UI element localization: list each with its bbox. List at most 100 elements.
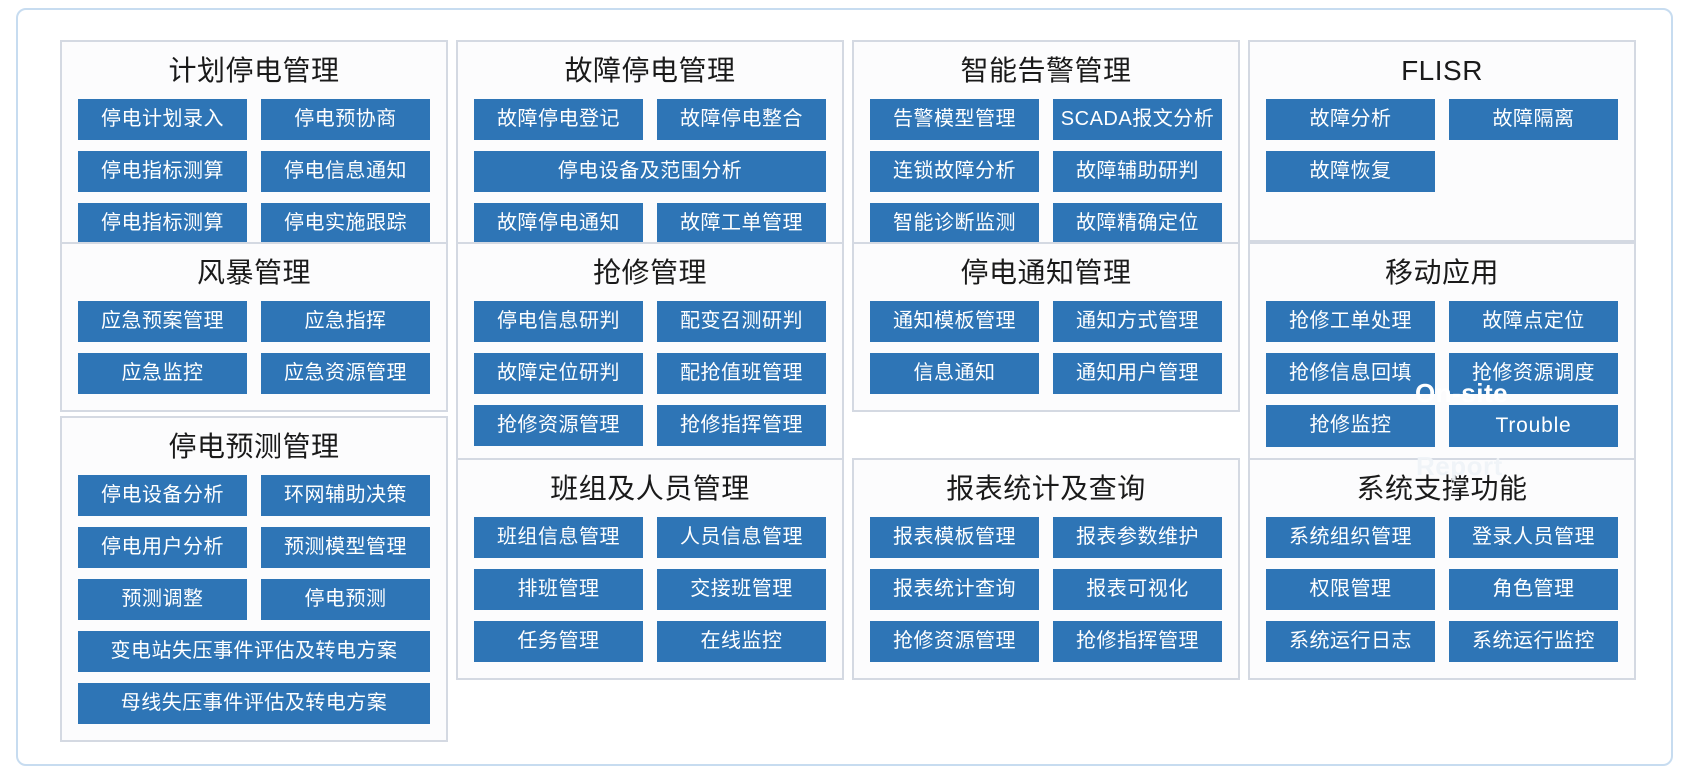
function-button[interactable]: 系统运行监控 <box>1449 620 1618 662</box>
function-button[interactable]: 智能诊断监测 <box>870 202 1039 244</box>
module-card-system-support-functions: 系统支撑功能系统组织管理登录人员管理权限管理角色管理系统运行日志系统运行监控 <box>1248 458 1636 680</box>
function-button[interactable]: 变电站失压事件评估及转电方案 <box>78 630 430 672</box>
function-button[interactable]: 故障辅助研判 <box>1053 150 1222 192</box>
button-row: 停电信息研判配变召测研判 <box>474 300 826 342</box>
function-button[interactable]: 信息通知 <box>870 352 1039 394</box>
module-buttons-team-and-personnel-management: 班组信息管理人员信息管理排班管理交接班管理任务管理在线监控 <box>458 516 842 678</box>
function-button[interactable]: 应急指挥 <box>261 300 430 342</box>
button-row: 抢修信息回填抢修资源调度 <box>1266 352 1618 394</box>
function-button[interactable]: 故障点定位 <box>1449 300 1618 342</box>
button-row: 权限管理角色管理 <box>1266 568 1618 610</box>
button-row: 抢修工单处理故障点定位 <box>1266 300 1618 342</box>
module-title-system-support-functions: 系统支撑功能 <box>1356 473 1528 504</box>
button-row <box>1266 203 1618 224</box>
function-button[interactable]: 抢修指挥管理 <box>1053 620 1222 662</box>
module-title-report-statistics-and-query: 报表统计及查询 <box>946 473 1146 504</box>
function-button[interactable]: 停电预测 <box>261 578 430 620</box>
button-row: 故障定位研判配抢值班管理 <box>474 352 826 394</box>
button-row: 应急预案管理应急指挥 <box>78 300 430 342</box>
function-button[interactable]: 排班管理 <box>474 568 643 610</box>
function-button[interactable]: 停电信息通知 <box>261 150 430 192</box>
function-button[interactable]: 报表模板管理 <box>870 516 1039 558</box>
function-button[interactable]: 通知方式管理 <box>1053 300 1222 342</box>
function-button[interactable]: 登录人员管理 <box>1449 516 1618 558</box>
function-button[interactable]: 应急监控 <box>78 352 247 394</box>
diagram-canvas: 计划停电管理停电计划录入停电预协商停电指标测算停电信息通知停电指标测算停电实施跟… <box>16 8 1673 766</box>
function-button[interactable]: 连锁故障分析 <box>870 150 1039 192</box>
function-button[interactable]: 停电实施跟踪 <box>261 202 430 244</box>
function-button[interactable]: 故障分析 <box>1266 98 1435 140</box>
module-title-emergency-repair-management: 抢修管理 <box>592 257 707 288</box>
button-row: 信息通知通知用户管理 <box>870 352 1222 394</box>
function-button[interactable]: 通知模板管理 <box>870 300 1039 342</box>
function-button[interactable]: 抢修监控 <box>1266 404 1435 447</box>
function-button[interactable]: 故障工单管理 <box>657 202 826 244</box>
function-button[interactable]: 预测调整 <box>78 578 247 620</box>
function-button[interactable]: 抢修工单处理 <box>1266 300 1435 342</box>
button-row: 系统组织管理登录人员管理 <box>1266 516 1618 558</box>
function-button[interactable]: 停电用户分析 <box>78 526 247 568</box>
function-button[interactable]: 故障定位研判 <box>474 352 643 394</box>
button-row: 抢修资源管理抢修指挥管理 <box>474 404 826 446</box>
function-button[interactable]: 人员信息管理 <box>657 516 826 558</box>
function-button[interactable]: 停电设备及范围分析 <box>474 150 826 192</box>
function-button[interactable]: 系统组织管理 <box>1266 516 1435 558</box>
function-button[interactable]: 预测模型管理 <box>261 526 430 568</box>
function-button[interactable]: 停电设备分析 <box>78 474 247 516</box>
function-button[interactable]: 交接班管理 <box>657 568 826 610</box>
function-button[interactable]: 通知用户管理 <box>1053 352 1222 394</box>
function-button[interactable]: 配抢值班管理 <box>657 352 826 394</box>
function-button[interactable]: 报表统计查询 <box>870 568 1039 610</box>
function-button[interactable]: 故障停电整合 <box>657 98 826 140</box>
function-button[interactable]: SCADA报文分析 <box>1053 98 1222 140</box>
function-button[interactable]: 抢修资源调度 <box>1449 352 1618 394</box>
function-button[interactable]: 故障精确定位 <box>1053 202 1222 244</box>
function-button[interactable]: 抢修信息回填 <box>1266 352 1435 394</box>
module-buttons-report-statistics-and-query: 报表模板管理报表参数维护报表统计查询报表可视化抢修资源管理抢修指挥管理 <box>854 516 1238 678</box>
function-button[interactable]: 应急预案管理 <box>78 300 247 342</box>
function-button[interactable]: 系统运行日志 <box>1266 620 1435 662</box>
function-button[interactable]: 停电指标测算 <box>78 202 247 244</box>
function-button[interactable]: 抢修指挥管理 <box>657 404 826 446</box>
module-title-fault-outage-management: 故障停电管理 <box>564 55 736 86</box>
column-1: 计划停电管理停电计划录入停电预协商停电指标测算停电信息通知停电指标测算停电实施跟… <box>60 32 448 744</box>
function-button[interactable]: 停电预协商 <box>261 98 430 140</box>
function-button[interactable]: 停电信息研判 <box>474 300 643 342</box>
function-button[interactable]: 报表可视化 <box>1053 568 1222 610</box>
module-card-report-statistics-and-query: 报表统计及查询报表模板管理报表参数维护报表统计查询报表可视化抢修资源管理抢修指挥… <box>852 458 1240 680</box>
module-title-outage-forecast-management: 停电预测管理 <box>168 431 340 462</box>
function-button[interactable]: 停电计划录入 <box>78 98 247 140</box>
function-button[interactable]: 班组信息管理 <box>474 516 643 558</box>
function-button[interactable]: 应急资源管理 <box>261 352 430 394</box>
function-button[interactable]: 故障恢复 <box>1266 150 1435 192</box>
module-card-outage-forecast-management: 停电预测管理停电设备分析环网辅助决策停电用户分析预测模型管理预测调整停电预测变电… <box>60 416 448 742</box>
module-card-storm-management: 风暴管理应急预案管理应急指挥应急监控应急资源管理 <box>60 242 448 412</box>
function-button[interactable]: 权限管理 <box>1266 568 1435 610</box>
button-row: 停电用户分析预测模型管理 <box>78 526 430 568</box>
function-button[interactable]: 故障隔离 <box>1449 98 1618 140</box>
function-button[interactable]: 抢修资源管理 <box>474 404 643 446</box>
module-buttons-fault-outage-management: 故障停电登记故障停电整合停电设备及范围分析故障停电通知故障工单管理 <box>458 98 842 260</box>
function-button[interactable]: 母线失压事件评估及转电方案 <box>78 682 430 724</box>
function-button[interactable]: 配变召测研判 <box>657 300 826 342</box>
module-title-outage-notification-management: 停电通知管理 <box>960 257 1132 288</box>
function-button[interactable]: 任务管理 <box>474 620 643 662</box>
function-button[interactable]: 故障停电登记 <box>474 98 643 140</box>
placeholder-slot <box>1449 151 1618 192</box>
function-button[interactable]: 角色管理 <box>1449 568 1618 610</box>
function-button[interactable]: 停电指标测算 <box>78 150 247 192</box>
function-button[interactable]: 在线监控 <box>657 620 826 662</box>
button-row: 母线失压事件评估及转电方案 <box>78 682 430 724</box>
function-button[interactable]: Trouble <box>1449 404 1618 447</box>
placeholder-slot <box>1449 203 1618 224</box>
function-button[interactable]: 报表参数维护 <box>1053 516 1222 558</box>
function-button[interactable]: 抢修资源管理 <box>870 620 1039 662</box>
button-row: 智能诊断监测故障精确定位 <box>870 202 1222 244</box>
function-button[interactable]: 告警模型管理 <box>870 98 1039 140</box>
module-card-fault-outage-management: 故障停电管理故障停电登记故障停电整合停电设备及范围分析故障停电通知故障工单管理 <box>456 40 844 262</box>
function-button[interactable]: 环网辅助决策 <box>261 474 430 516</box>
function-button[interactable]: 故障停电通知 <box>474 202 643 244</box>
